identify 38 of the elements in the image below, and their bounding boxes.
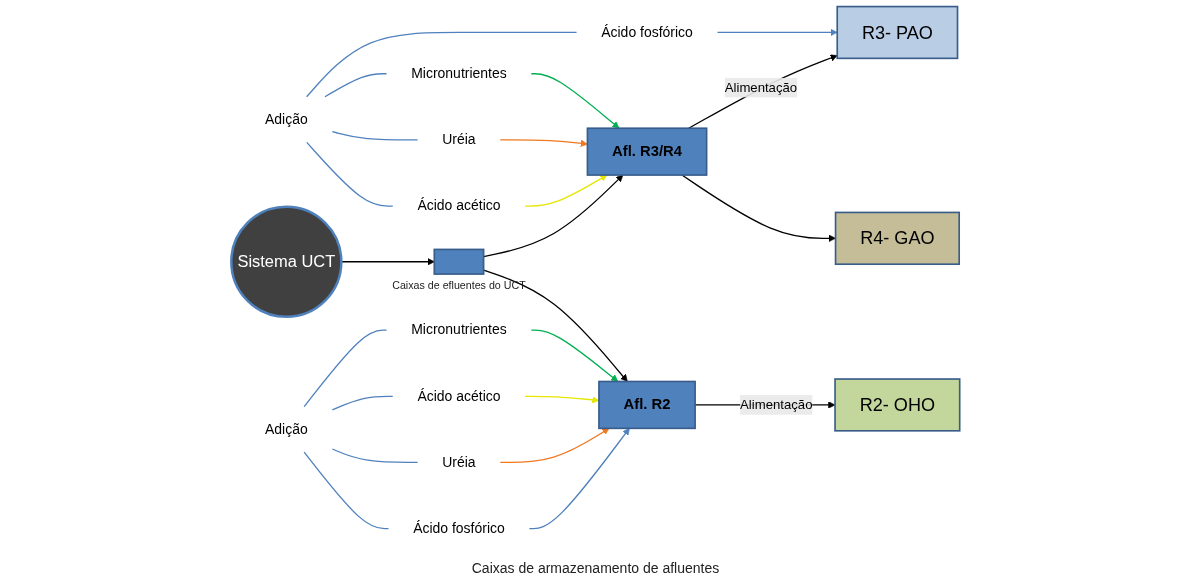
node-text: Adição (264, 421, 308, 437)
edge-label: Alimentação (740, 397, 813, 412)
arrow (524, 174, 608, 207)
node-text: Adição (264, 111, 308, 128)
arrow (688, 54, 838, 129)
node-text: Uréia (442, 131, 476, 148)
node-text: Ácido fosfórico (601, 24, 693, 41)
arrow (530, 329, 619, 382)
node-box (433, 248, 485, 275)
node-text: Micronutrientes (411, 322, 507, 338)
connector (331, 130, 419, 141)
note-text: Caixas de armazenamento de afluentes (471, 560, 720, 576)
arrow (530, 73, 620, 129)
connector (306, 141, 394, 207)
node-text: Uréia (442, 454, 476, 471)
connector (331, 395, 394, 411)
arrow (716, 28, 838, 37)
connector (303, 329, 388, 408)
connector (303, 451, 390, 530)
node-box: Afl. R3/R4 (586, 127, 708, 176)
node-text: Ácido acético (417, 388, 501, 404)
node-caption: Caixas de efluentes do UCT (392, 278, 526, 291)
node-box: R2- OHO (834, 378, 961, 432)
connector (331, 448, 419, 464)
node-text: Micronutrientes (411, 65, 507, 82)
arrow (499, 428, 610, 464)
node-text: Ácido acético (417, 198, 501, 214)
node-circle: Sistema UCT (230, 205, 343, 318)
edge-label: Alimentação (724, 80, 798, 95)
connector (324, 73, 388, 98)
node-text: Ácido fosfórico (413, 520, 505, 537)
connector (306, 31, 578, 98)
node-box: R3- PAO (836, 5, 959, 60)
node-box: R4- GAO (834, 211, 961, 266)
arrow (681, 174, 836, 242)
arrow (499, 139, 588, 147)
node-box: Afl. R2 (598, 380, 696, 430)
arrow (528, 428, 630, 530)
